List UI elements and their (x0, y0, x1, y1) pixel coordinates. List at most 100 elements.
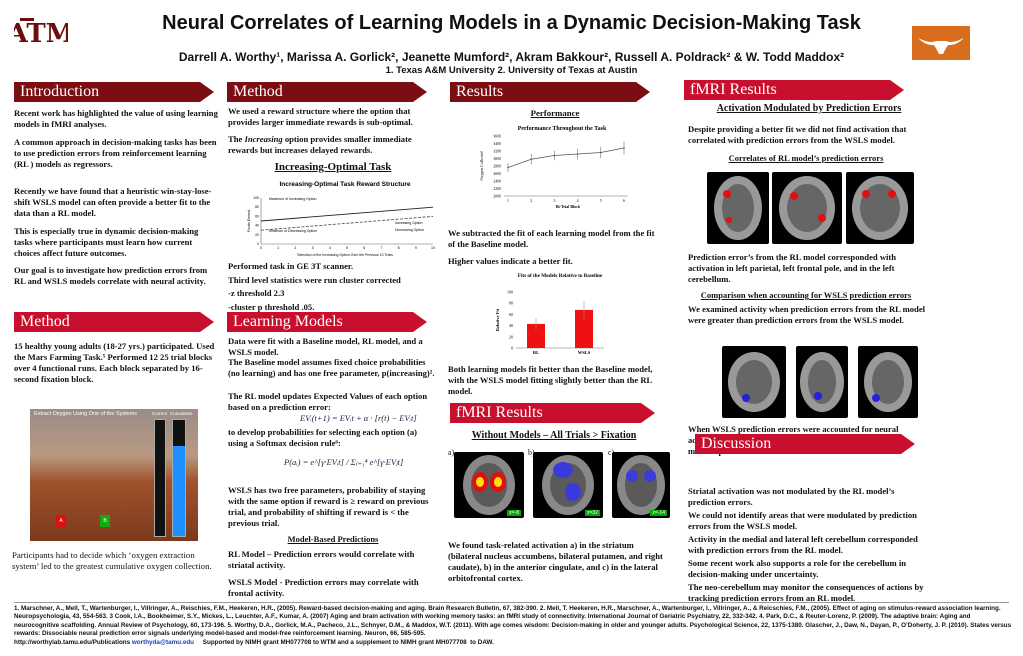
fit-y-label: Relative Fit (495, 308, 500, 331)
performance-point (623, 147, 625, 149)
rl-brain-slice-2-image (779, 176, 835, 240)
reward-x-tick: 10 (431, 246, 435, 250)
wsls-brain-slice-1 (722, 346, 786, 418)
reward-x-tick: 7 (380, 246, 382, 250)
brain-slice-c: z=-14 (612, 452, 670, 518)
cumulative-meter (172, 419, 186, 537)
reward-y-tick: 80 (255, 205, 259, 209)
performance-y-tick: 2800 (493, 165, 501, 169)
higher-text: Higher values indicate a better fit. (448, 256, 573, 266)
method-para-2-pre: The (228, 134, 245, 144)
reward-y-tick: 60 (255, 214, 259, 218)
rl-prediction-text: RL Model – Prediction errors would corre… (228, 549, 415, 570)
fit-y-tick: 80 (509, 301, 513, 306)
reward-x-tick: 0 (260, 246, 262, 250)
mni-tag-c: z=-14 (650, 510, 667, 516)
fit-y-tick: 0 (511, 346, 513, 351)
wsls-text: WSLS has two free parameters, probabilit… (228, 485, 429, 528)
both-models-text: Both learning models fit better than the… (448, 364, 653, 396)
lab-url[interactable]: http://worthylab.tamu.edu/Publications (14, 638, 132, 646)
wsls-brain-slice-1-image (728, 352, 780, 412)
tamu-logo: ATM (7, 12, 74, 54)
performance-point (553, 154, 556, 157)
performance-x-tick: 6 (623, 199, 625, 203)
performance-y-tick: 3000 (493, 157, 501, 161)
performance-y-tick: 2600 (493, 172, 501, 176)
method-para-1: We used a reward structure where the opt… (228, 106, 413, 127)
performance-line (507, 147, 625, 168)
softmax-equation: P(aᵢ) = e^[γ·EVᵢt] / Σⱼ₌₁⁴ e^[γ·EVⱼt] (284, 457, 404, 467)
method-header-left: Method (14, 312, 214, 332)
learning-para-2: The Baseline model assumes fixed choice … (228, 357, 435, 378)
fit-chart-title: Fits of the Models Relative to Baseline (518, 273, 603, 279)
option-b-button[interactable]: B (100, 515, 110, 527)
performance-point (530, 158, 532, 161)
reward-legend-0: Increasing Option (395, 221, 422, 225)
tamu-logo-icon: ATM (7, 12, 74, 54)
method-header-center: Method (227, 82, 427, 102)
reward-y-label: Points Earned (247, 210, 251, 232)
contact-email-link[interactable]: worthyda@tamu.edu (131, 638, 195, 646)
wsls-brain-slice-2-image (800, 352, 844, 412)
learning-models-header: Learning Models (227, 312, 427, 332)
rl-brain-slice-1 (707, 172, 769, 244)
performance-y-tick: 3200 (493, 150, 501, 154)
discussion-item-2: We could not identify areas that were mo… (688, 510, 917, 531)
discussion-item-1: Striatal activation was not modulated by… (688, 486, 895, 507)
funding-text: Supported by NIMH grant MH077708 to WTM … (194, 638, 494, 646)
task-activation-text: We found task-related activation a) in t… (448, 540, 663, 583)
fmri-para-1: Despite providing a better fit we did no… (688, 124, 907, 145)
longhorn-icon (918, 38, 964, 54)
rl-brain-slice-2 (772, 172, 842, 244)
reward-y-tick: 20 (255, 233, 259, 237)
performance-point (507, 166, 509, 169)
fit-y-tick: 40 (509, 323, 513, 328)
reward-x-tick: 9 (415, 246, 417, 250)
rl-update-equation: EVᵢ(t+1) = EVᵢt + α · [r(t) − EVᵢt] (300, 413, 417, 423)
scan-text: Performed task in GE 3T scanner. Third l… (228, 261, 401, 312)
reward-x-tick: 3 (312, 246, 314, 250)
discussion-item-4: Some recent work also supports a role fo… (688, 558, 907, 579)
intro-para-3: Recently we have found that a heuristic … (14, 186, 212, 218)
performance-point (576, 153, 579, 155)
reward-structure-chart: Increasing-Optimal Task Reward Structure… (245, 178, 440, 258)
discussion-header: Discussion (695, 434, 915, 454)
comparison-subhead: Comparison when accounting for WSLS pred… (700, 290, 912, 300)
authors: Darrell A. Worthy¹, Marissa A. Gorlick²,… (178, 50, 845, 64)
learning-para-4: to develop probabilities for selecting e… (228, 427, 417, 448)
wsls-brain-slice-3-image (864, 352, 912, 412)
panel-label-c: c) (608, 448, 614, 457)
svg-text:ATM: ATM (14, 19, 68, 49)
method-text-left: 15 healthy young adults (18-27 yrs.) par… (14, 341, 215, 384)
fit-bar-wsls (575, 309, 593, 348)
wsls-prediction-text: WSLS Model - Prediction errors may corre… (228, 577, 419, 598)
performance-y-tick: 2400 (493, 180, 501, 184)
brain-slice-b: z=32 (533, 452, 603, 518)
reward-legend-1: Decreasing Option (395, 228, 424, 232)
task-title: Extract Oxygen Using One of the Systems (34, 411, 138, 417)
reward-x-tick: 2 (294, 246, 296, 250)
method-para-2-italic: Increasing (244, 134, 283, 144)
intro-para-4: This is especially true in dynamic decis… (14, 226, 199, 258)
fmri-results-header-right: fMRI Results (684, 80, 904, 100)
subtract-text: We subtracted the fit of each learning m… (448, 228, 655, 249)
performance-y-tick: 3600 (493, 135, 501, 139)
fit-bar-rl (527, 323, 545, 348)
discussion-item-5: The neo-cerebellum may monitor the conse… (688, 582, 924, 603)
performance-chart-title: Performance Throughout the Task (518, 126, 607, 132)
performance-x-tick: 4 (577, 199, 579, 203)
method-para-2-post: option provides smaller immediate reward… (228, 134, 412, 155)
reward-x-tick: 8 (398, 246, 400, 250)
brain-slice-a-image (463, 455, 515, 515)
panel-label-b: b) (528, 448, 535, 457)
fit-y-tick: 100 (507, 290, 513, 295)
fit-y-tick: 20 (509, 334, 513, 339)
reward-annotation-0: Maximum of Increasing Option (269, 197, 317, 201)
option-a-button[interactable]: A (56, 515, 66, 527)
rl-brain-slice-1-image (714, 176, 762, 240)
longhorn-logo (912, 26, 970, 60)
intro-para-5: Our goal is to investigate how predictio… (14, 265, 208, 286)
mni-tag-a: z=-8 (507, 510, 521, 516)
performance-subhead: Performance (530, 108, 580, 118)
method-para-2: The Increasing option provides smaller i… (228, 134, 438, 156)
